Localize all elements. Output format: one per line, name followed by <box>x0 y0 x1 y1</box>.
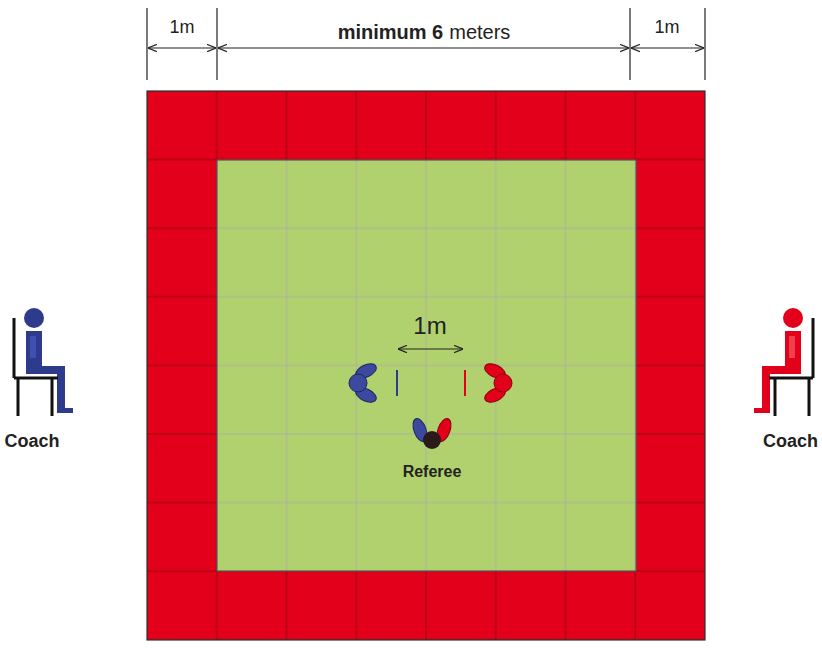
safety-area <box>147 91 705 640</box>
contest-area <box>217 160 636 571</box>
contest-tiles <box>217 160 636 571</box>
dimension-label: 1m <box>413 313 446 339</box>
role-label: Referee <box>403 463 462 481</box>
red-start-line <box>464 370 466 396</box>
red-wrestler <box>482 361 512 405</box>
referee-figure <box>410 417 453 449</box>
blue-wrestler <box>349 361 379 405</box>
blue-start-line <box>396 370 398 396</box>
role-label: Coach <box>4 432 59 452</box>
role-label: Coach <box>763 432 818 452</box>
mat-border <box>147 91 705 640</box>
dimension-label: minimum 6 <box>338 21 444 43</box>
blue-coach-figure <box>14 308 73 416</box>
contest-border <box>217 160 636 571</box>
dimension-lines <box>147 8 705 349</box>
dimension-label: 1m <box>654 18 679 38</box>
red-coach-figure <box>754 308 813 416</box>
dimension-label: 1m <box>169 18 194 38</box>
dimension-label: meters <box>449 21 510 43</box>
safety-tiles <box>147 91 705 640</box>
